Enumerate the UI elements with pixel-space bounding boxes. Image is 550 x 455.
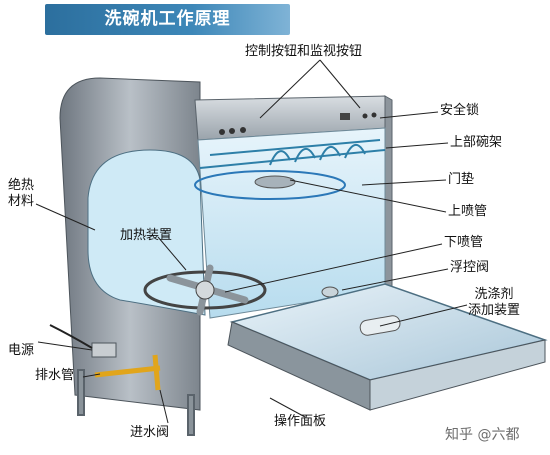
label-lower-spray-arm: 下喷管 bbox=[444, 235, 484, 250]
label-inlet-valve: 进水阀 bbox=[130, 425, 170, 440]
door-edge bbox=[369, 339, 546, 411]
label-upper-spray-arm: 上喷管 bbox=[448, 204, 488, 219]
power-cord bbox=[49, 324, 93, 349]
label-upper-rack: 上部碗架 bbox=[450, 135, 503, 150]
label-controls: 控制按钮和监视按钮 bbox=[245, 44, 363, 59]
cabinet-right bbox=[384, 95, 393, 293]
title-bar: 洗碗机工作原理 bbox=[45, 4, 290, 35]
control-buttons bbox=[219, 112, 377, 135]
label-heater: 加热装置 bbox=[120, 228, 173, 243]
label-door-seal: 门垫 bbox=[448, 172, 475, 187]
heater-ring bbox=[143, 270, 267, 310]
label-safety-lock: 安全锁 bbox=[440, 103, 480, 118]
power-box bbox=[91, 342, 117, 358]
label-insulation: 绝热 材料 bbox=[8, 178, 35, 209]
drain-pipe-shape bbox=[94, 365, 161, 378]
leader-lines bbox=[35, 59, 468, 424]
page-title: 洗碗机工作原理 bbox=[104, 9, 231, 29]
inner-tub bbox=[197, 127, 386, 319]
upper-spray-arm bbox=[254, 175, 296, 189]
upper-rack bbox=[199, 139, 386, 169]
inlet-pipe-shape bbox=[152, 354, 161, 391]
watermark: 知乎 @六都 bbox=[445, 427, 520, 443]
label-power: 电源 bbox=[8, 343, 35, 358]
lower-spray-arm bbox=[166, 264, 249, 316]
label-detergent-dispenser: 洗涤剂 添加装置 bbox=[468, 287, 521, 318]
label-control-panel: 操作面板 bbox=[274, 414, 327, 429]
label-drain-pipe: 排水管 bbox=[35, 368, 75, 383]
upper-spray-ring bbox=[194, 170, 346, 200]
base-frame bbox=[77, 369, 195, 436]
label-float-valve: 浮控阀 bbox=[450, 260, 490, 275]
